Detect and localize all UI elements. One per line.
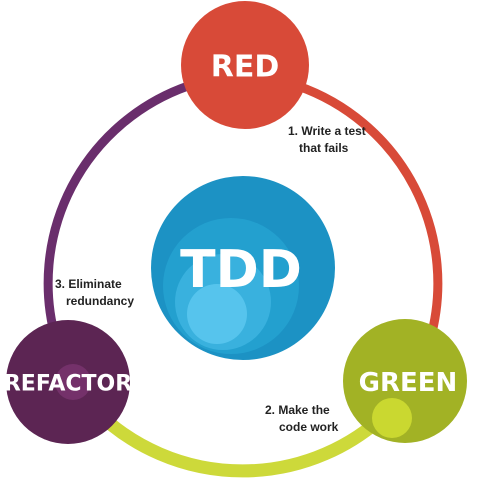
red-label: RED <box>211 50 280 85</box>
refactor-highlight <box>55 364 91 400</box>
refactor-node: REFACTOR <box>4 320 132 444</box>
step-3-line-1: 3. Eliminate <box>55 277 122 291</box>
step-1-line-2: that fails <box>299 141 349 155</box>
arc-green-to-refactor <box>88 403 397 478</box>
step-2-line-1: 2. Make the <box>265 403 330 417</box>
center-node: TDD <box>151 176 335 360</box>
step-1-line-1: 1. Write a test <box>288 124 366 138</box>
step-3-line-2: redundancy <box>66 294 134 308</box>
step-2-line-2: code work <box>279 420 339 434</box>
red-node: RED <box>181 1 309 129</box>
red-circle <box>181 1 309 129</box>
arc-refactor-to-red <box>43 81 193 345</box>
step-2-caption: 2. Make the code work <box>265 403 339 434</box>
green-highlight <box>372 398 412 438</box>
step-1-caption: 1. Write a test that fails <box>288 124 366 155</box>
center-swirl-ring-3 <box>187 284 247 344</box>
green-label: GREEN <box>359 368 458 398</box>
green-node: GREEN <box>343 319 467 443</box>
step-3-caption: 3. Eliminate redundancy <box>55 277 134 308</box>
refactor-label: REFACTOR <box>4 372 132 397</box>
center-label: TDD <box>180 240 302 300</box>
arc-red-to-green <box>293 81 443 345</box>
